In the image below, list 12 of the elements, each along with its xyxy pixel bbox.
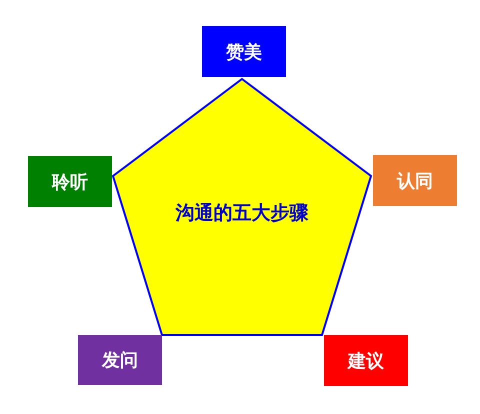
step-box xyxy=(202,26,286,77)
step-box xyxy=(78,335,162,385)
step-label: 认同 xyxy=(397,170,433,192)
step-label: 发问 xyxy=(102,349,138,372)
step-label: 聆听 xyxy=(52,170,88,194)
step-box xyxy=(373,155,457,206)
step-box xyxy=(28,156,112,207)
step-label: 建议 xyxy=(348,350,384,372)
center-title: 沟通的五大步骤 xyxy=(176,201,308,226)
step-box xyxy=(324,335,408,386)
pentagon-shape xyxy=(113,78,371,336)
step-label: 赞美 xyxy=(226,40,262,64)
